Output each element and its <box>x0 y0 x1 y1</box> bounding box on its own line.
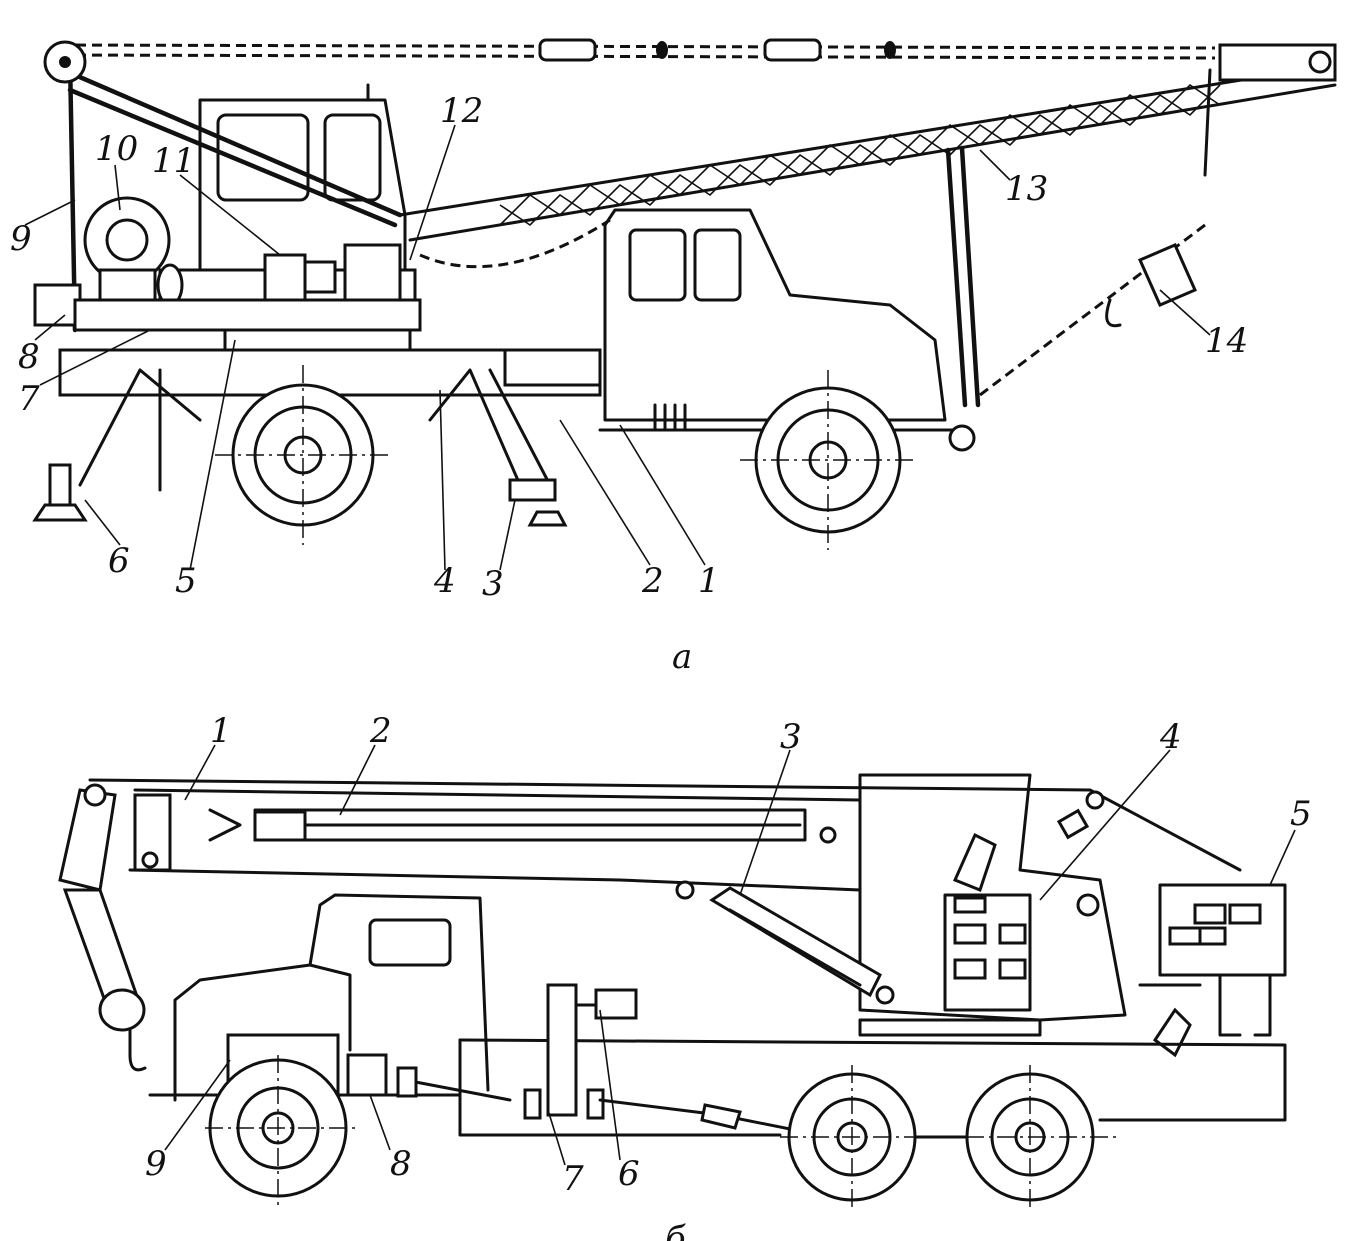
slew-gearbox <box>943 832 1032 1012</box>
label-b-9: 9 <box>145 1144 167 1184</box>
figure-a <box>32 38 1337 550</box>
superstructure <box>858 773 1127 1037</box>
label-a-3: 3 <box>482 564 504 604</box>
wheels-b <box>205 1055 1120 1210</box>
truck-cab-b <box>173 893 490 1102</box>
label-a-6: 6 <box>108 541 130 581</box>
label-a-2: 2 <box>641 561 664 601</box>
winch-gearbox <box>1138 883 1287 1058</box>
label-a-13: 13 <box>1005 169 1048 209</box>
label-a-8: 8 <box>18 337 40 377</box>
caption-a: a <box>672 637 692 677</box>
luffing-cylinder <box>675 880 895 1005</box>
turntable <box>73 298 422 354</box>
label-b-1: 1 <box>210 711 232 751</box>
telescopic-boom <box>88 778 1242 892</box>
label-b-7: 7 <box>562 1159 584 1199</box>
figure-b-labels: 1 2 3 4 5 6 7 8 9 <box>145 711 1312 1199</box>
truck-cab <box>603 208 947 432</box>
label-a-5: 5 <box>175 561 197 601</box>
label-a-9: 9 <box>10 219 32 259</box>
label-a-14: 14 <box>1205 321 1248 361</box>
caption-b: б <box>665 1219 686 1241</box>
label-b-8: 8 <box>390 1144 412 1184</box>
label-a-1: 1 <box>698 561 720 601</box>
label-b-3: 3 <box>780 717 802 757</box>
wheels-a <box>215 365 915 550</box>
label-a-7: 7 <box>18 379 40 419</box>
boom-support <box>945 68 1212 452</box>
label-a-10: 10 <box>95 129 138 169</box>
label-b-2: 2 <box>369 711 392 751</box>
hose <box>419 218 611 269</box>
boom-head-jib <box>58 783 147 1072</box>
label-b-6: 6 <box>618 1154 640 1194</box>
lattice-boom <box>398 43 1337 242</box>
label-a-12: 12 <box>440 91 483 131</box>
figure-b <box>58 773 1287 1210</box>
outriggers <box>32 368 568 527</box>
label-b-4: 4 <box>1159 717 1182 757</box>
gantry-mast <box>43 40 403 333</box>
power-take-off <box>546 983 638 1117</box>
chassis-frame <box>58 348 962 432</box>
pendant-rope <box>59 38 1216 62</box>
label-b-5: 5 <box>1290 794 1312 834</box>
label-a-4: 4 <box>433 561 456 601</box>
label-a-11: 11 <box>152 141 195 181</box>
drive-mechanism <box>156 243 417 307</box>
figure-a-labels: 1 2 3 4 5 6 7 8 9 10 11 12 13 14 <box>10 91 1248 604</box>
